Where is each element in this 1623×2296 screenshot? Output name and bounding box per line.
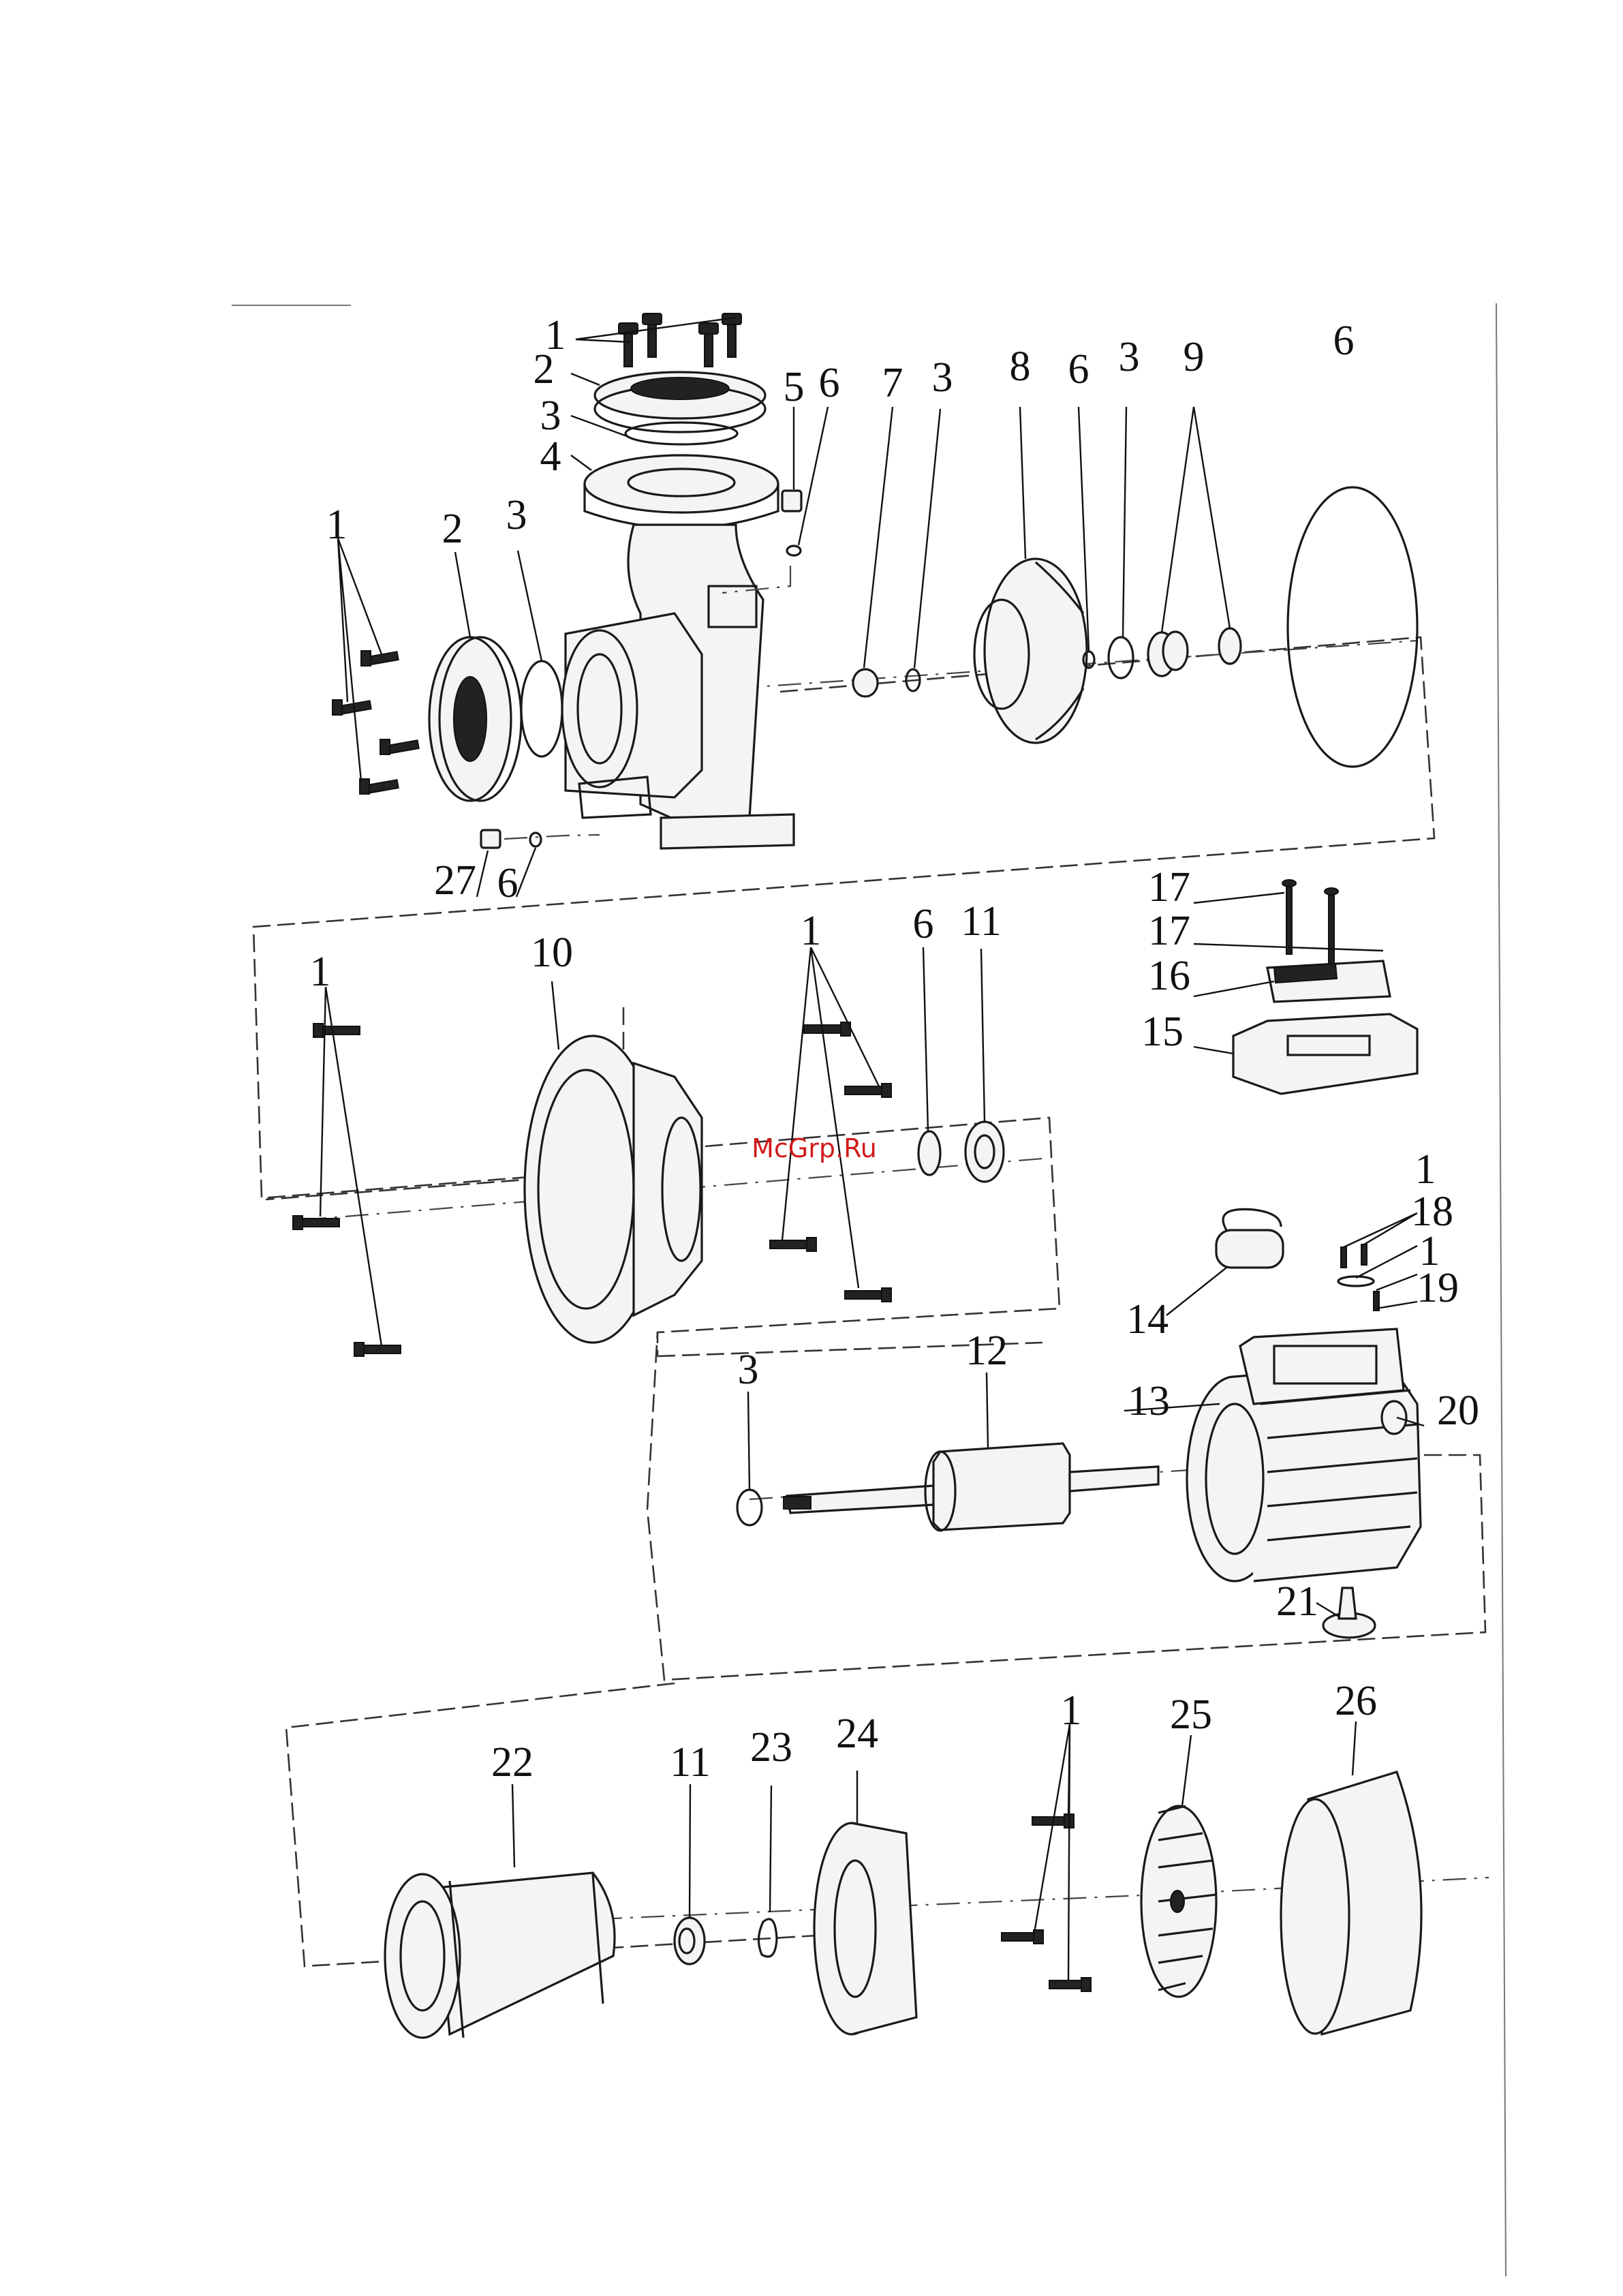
callout-3: 3 — [738, 1347, 759, 1393]
callout-3: 3 — [1119, 334, 1140, 380]
casing-o-ring — [1288, 487, 1417, 767]
callout-9: 9 — [1184, 334, 1205, 380]
motor-bracket — [525, 1036, 702, 1343]
mechanical-seal — [1148, 628, 1241, 676]
callout-1: 1 — [801, 908, 822, 954]
callout-3: 3 — [932, 354, 953, 401]
shaft-o-ring — [737, 1490, 762, 1525]
top-gasket — [625, 423, 737, 444]
callout-17: 17 — [1148, 908, 1190, 954]
section-motor — [647, 1209, 1485, 1680]
rotor-shaft — [784, 1443, 1158, 1531]
suction-gasket — [521, 661, 562, 756]
impeller-washer — [1109, 637, 1133, 678]
top-bolts — [619, 313, 741, 367]
volute-casing — [562, 525, 794, 848]
watermark: McGrp.Ru — [752, 1133, 877, 1163]
callout-27: 27 — [434, 857, 476, 904]
motor-foot — [1323, 1588, 1375, 1638]
terminal-screws — [1338, 1244, 1379, 1311]
capacitor — [1216, 1209, 1283, 1268]
callout-20: 20 — [1437, 1388, 1479, 1434]
callout-1: 1 — [1415, 1146, 1436, 1193]
section-fan — [286, 1683, 1489, 2038]
callout-6: 6 — [913, 901, 934, 947]
drain-plug-bottom — [481, 830, 600, 848]
callout-12: 12 — [965, 1328, 1008, 1374]
stator — [385, 1873, 615, 2038]
callout-5: 5 — [784, 364, 805, 410]
callout-3: 3 — [540, 393, 561, 439]
callout-2: 2 — [442, 506, 463, 552]
bracket-bearing — [965, 1122, 1004, 1182]
callout-17: 17 — [1148, 864, 1190, 910]
callout-22: 22 — [491, 1739, 534, 1786]
suction-counter-flange — [429, 637, 521, 801]
cooling-fan — [1141, 1806, 1216, 1997]
rear-bearing — [675, 1918, 705, 1964]
rear-end-shield — [814, 1823, 916, 2034]
callout-6: 6 — [819, 360, 840, 406]
callout-15: 15 — [1141, 1009, 1184, 1055]
section-bracket — [266, 1007, 1060, 1356]
callout-1: 1 — [1061, 1687, 1082, 1734]
callout-13: 13 — [1128, 1378, 1170, 1424]
fan-cover — [1281, 1772, 1421, 2034]
callout-21: 21 — [1276, 1578, 1318, 1625]
impeller — [974, 559, 1087, 743]
callout-26: 26 — [1335, 1678, 1377, 1724]
callout-2: 2 — [534, 346, 555, 393]
callout-19: 19 — [1417, 1265, 1459, 1311]
callout-14: 14 — [1126, 1296, 1169, 1343]
callout-16: 16 — [1148, 953, 1190, 999]
callout-3: 3 — [506, 492, 527, 538]
callout-11: 11 — [961, 898, 1002, 945]
callout-1: 1 — [326, 502, 347, 548]
callout-10: 10 — [531, 930, 573, 976]
callout-4: 4 — [540, 433, 561, 480]
callout-1: 1 — [310, 949, 331, 995]
callout-25: 25 — [1170, 1692, 1212, 1738]
callout-6: 6 — [1068, 346, 1089, 393]
callout-6: 6 — [497, 860, 519, 906]
bracket-seal — [918, 1131, 940, 1175]
callout-7: 7 — [882, 360, 903, 406]
callout-23: 23 — [750, 1724, 792, 1771]
callout-6: 6 — [1333, 318, 1355, 364]
end-shield-bolts — [1002, 1814, 1091, 1991]
callout-24: 24 — [836, 1711, 878, 1757]
page-edge-right — [1496, 303, 1506, 2276]
callout-11: 11 — [670, 1739, 711, 1786]
callout-8: 8 — [1010, 343, 1031, 390]
terminal-box-cover — [1233, 880, 1417, 1094]
motor-housing — [1187, 1329, 1421, 1581]
discharge-flange — [585, 455, 778, 528]
